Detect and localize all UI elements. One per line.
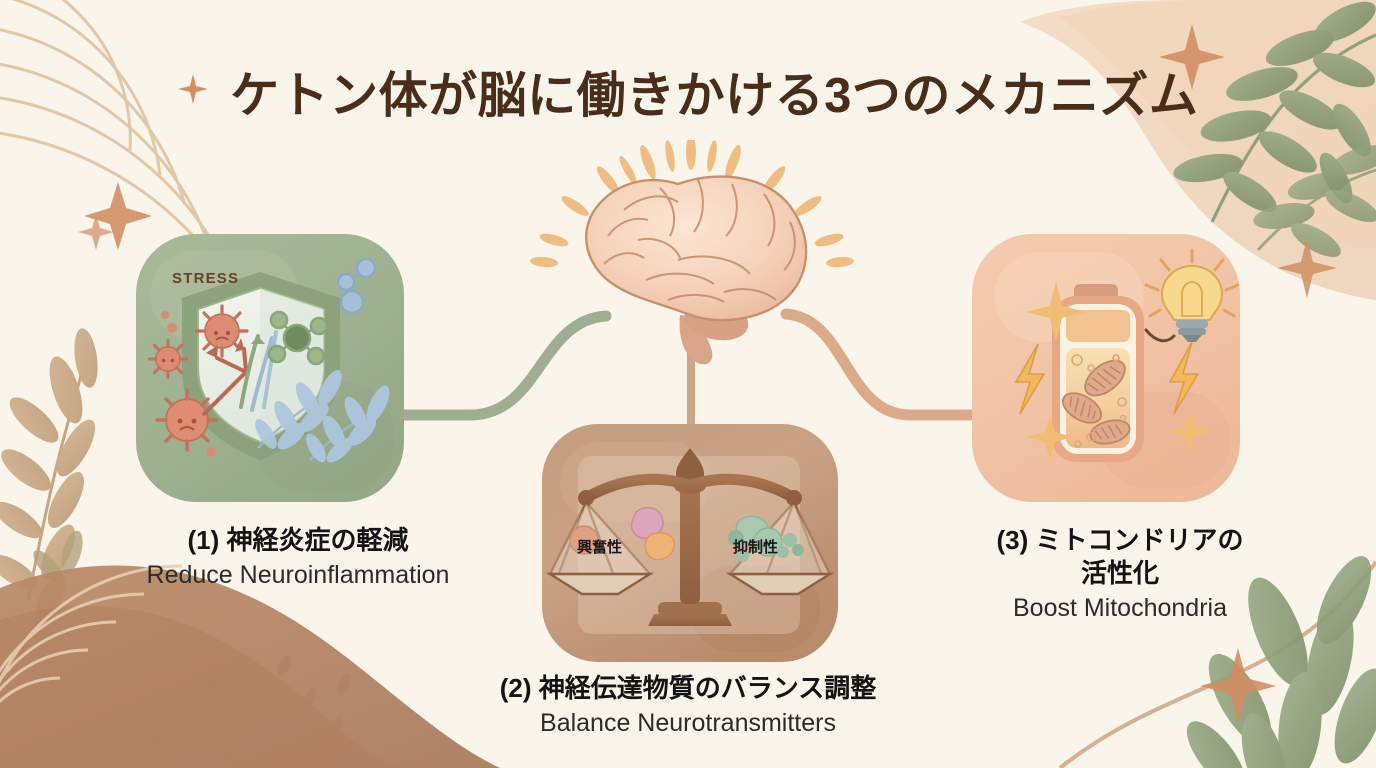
caption-2-jp: (2) 神経伝達物質のバランス調整: [499, 673, 877, 703]
caption-mechanism-2: (2) 神経伝達物質のバランス調整 Balance Neurotransmitt…: [438, 672, 938, 739]
caption-3-jp-line2: 活性化: [1080, 557, 1159, 588]
decor-seeds-bottom-left: [149, 655, 351, 765]
title-row: ケトン体が脳に働きかける3つのメカニズム: [0, 56, 1376, 127]
pan-label-excitatory: 興奮性: [577, 539, 623, 556]
caption-1-jp: (1) 神経炎症の軽減: [187, 525, 409, 555]
star-icon: [78, 214, 114, 250]
battery-top-cell: [1066, 310, 1130, 342]
decor-olive-branch-top-right-2: [1253, 145, 1376, 257]
panel-boost-mitochondria[interactable]: [970, 232, 1242, 504]
star-icon: [177, 73, 208, 104]
caption-3-jp-line1: (3) ミトコンドリアの: [996, 525, 1244, 555]
caption-mechanism-1: (1) 神経炎症の軽減 Reduce Neuroinflammation: [48, 524, 548, 591]
caption-mechanism-3: (3) ミトコンドリアの 活性化 Boost Mitochondria: [930, 524, 1310, 624]
decor-arcs-bottom-left: [0, 564, 183, 704]
caption-1-en: Reduce Neuroinflammation: [146, 560, 450, 589]
caption-2-en: Balance Neurotransmitters: [540, 708, 836, 737]
pan-label-inhibitory: 抑制性: [733, 539, 779, 556]
page-title: ケトン体が脳に働きかける3つのメカニズム: [230, 69, 1199, 123]
scale-column: [680, 480, 700, 604]
stress-label: STRESS: [172, 270, 240, 287]
star-icon: [1200, 648, 1276, 724]
star-icon: [1277, 238, 1337, 298]
caption-3-en: Boost Mitochondria: [1012, 593, 1227, 622]
brain-illustration: [528, 140, 858, 370]
decor-blob-bottom-left: [0, 565, 500, 768]
